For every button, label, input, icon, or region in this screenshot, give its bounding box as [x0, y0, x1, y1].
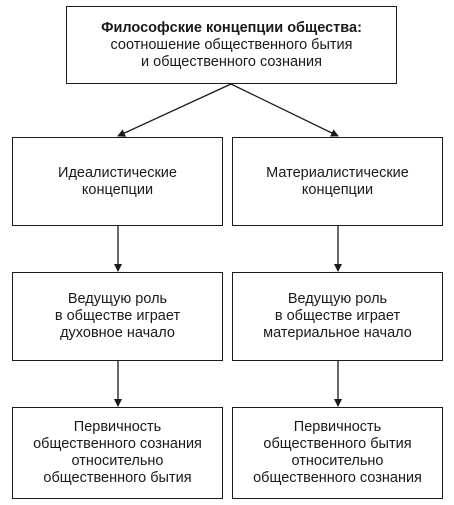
- material-role-line-1: Ведущую роль: [287, 291, 388, 307]
- materialistic-line-2: концепции: [301, 181, 374, 198]
- spiritual-role-line-2: в обществе играет: [54, 308, 181, 324]
- consciousness-primacy-line-3: относительно: [71, 453, 164, 469]
- idealistic-concepts-box: Идеалистические концепции: [12, 137, 223, 226]
- idealistic-line-1: Идеалистические: [58, 164, 177, 181]
- consciousness-primacy-line-2: общественного сознания: [33, 436, 202, 452]
- arrow-top-to-left: [117, 83, 232, 137]
- consciousness-primacy-box: Первичность общественного сознания относ…: [12, 407, 223, 499]
- consciousness-primacy-line-1: Первичность: [73, 419, 162, 435]
- arrow-top-to-right: [230, 83, 339, 137]
- idealistic-line-2: концепции: [81, 181, 154, 198]
- materialistic-concepts-box: Материалистические концепции: [232, 137, 443, 226]
- material-role-line-3: материальное начало: [263, 325, 412, 341]
- root-concept-box: Философские концепции общества: соотноше…: [66, 6, 397, 84]
- being-primacy-line-4: общественного сознания: [253, 470, 422, 486]
- being-primacy-line-3: относительно: [291, 453, 384, 469]
- root-heading: Философские концепции общества:: [101, 19, 362, 36]
- root-subtitle-line-2: и общественного сознания: [141, 53, 322, 70]
- being-primacy-box: Первичность общественного бытия относите…: [232, 407, 443, 499]
- being-primacy-line-2: общественного бытия: [263, 436, 412, 452]
- materialistic-line-1: Материалистические: [266, 164, 409, 181]
- spiritual-role-line-1: Ведущую роль: [67, 291, 168, 307]
- spiritual-role-line-3: духовное начало: [60, 325, 175, 341]
- material-role-line-2: в обществе играет: [274, 308, 401, 324]
- being-primacy-line-1: Первичность: [293, 419, 382, 435]
- root-subtitle-line-1: соотношение общественного бытия: [110, 36, 353, 53]
- spiritual-role-box: Ведущую роль в обществе играет духовное …: [12, 272, 223, 361]
- consciousness-primacy-line-4: общественного бытия: [43, 470, 192, 486]
- material-role-box: Ведущую роль в обществе играет материаль…: [232, 272, 443, 361]
